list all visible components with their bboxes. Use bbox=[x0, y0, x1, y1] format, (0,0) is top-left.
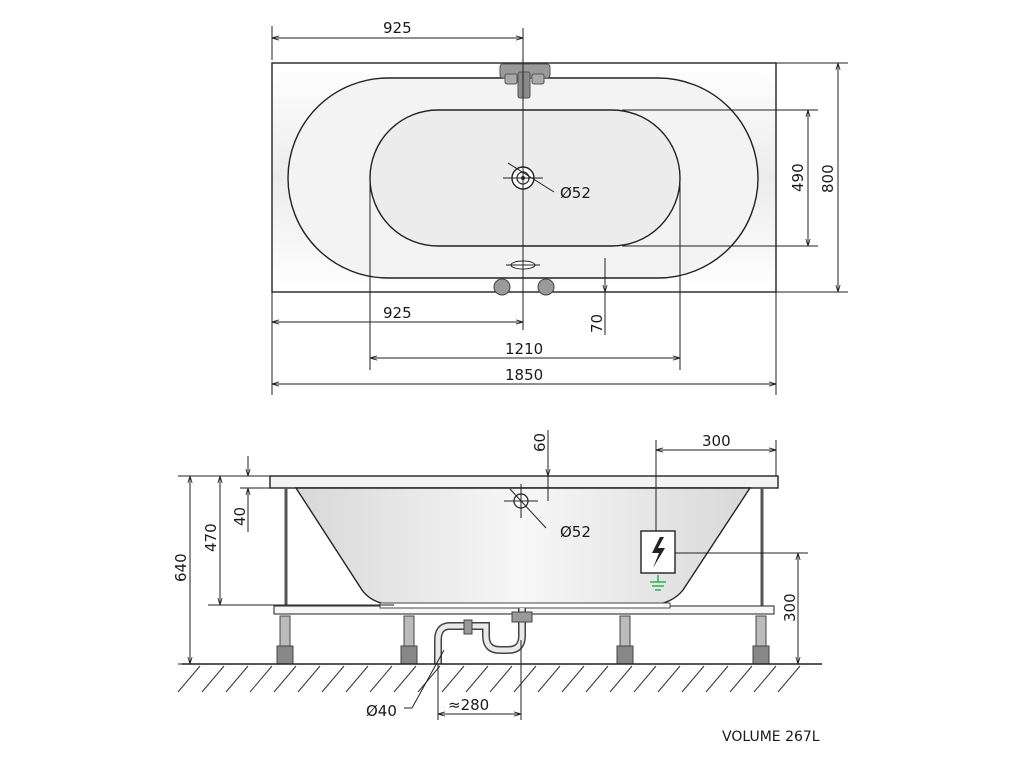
floor-hatch-line bbox=[369, 665, 393, 693]
floor-hatch-line bbox=[345, 665, 369, 693]
dim-total-length: 1850 bbox=[505, 366, 543, 384]
drain-dim-label: Ø52 bbox=[560, 184, 591, 202]
dim-overflow-height: 60 bbox=[531, 433, 549, 452]
overflow-side-icon bbox=[504, 484, 547, 529]
electrical-connection bbox=[640, 530, 676, 591]
top-view: Ø52 925 800 490 70 925 1210 bbox=[271, 19, 848, 395]
dim-total-height: 640 bbox=[172, 553, 190, 582]
control-knob-right bbox=[537, 278, 555, 296]
dim-electric-height: 300 bbox=[781, 593, 799, 622]
floor-hatch-line bbox=[561, 665, 585, 693]
dim-waste-pipe: Ø40 bbox=[366, 702, 397, 720]
dim-inner-length: 1210 bbox=[505, 340, 543, 358]
dim-overflow-offset: 70 bbox=[588, 314, 606, 333]
floor-hatch-line bbox=[273, 665, 297, 693]
control-knob-left bbox=[493, 278, 511, 296]
floor-hatch-line bbox=[537, 665, 561, 693]
dim-inner-width: 490 bbox=[789, 163, 807, 192]
floor-hatch-line bbox=[753, 665, 777, 693]
floor-hatch-line bbox=[705, 665, 729, 693]
floor-hatch-line bbox=[465, 665, 489, 693]
floor-hatch-line bbox=[177, 665, 201, 693]
lightning-icon bbox=[652, 537, 665, 568]
floor-hatch-line bbox=[729, 665, 753, 693]
floor-hatch-line bbox=[609, 665, 633, 693]
dim-bottom-half-length: 925 bbox=[383, 304, 412, 322]
dim-top-half-length: 925 bbox=[383, 19, 412, 37]
floor-hatch-line bbox=[585, 665, 609, 693]
floor-hatch-line bbox=[513, 665, 537, 693]
floor-hatch-line bbox=[249, 665, 273, 693]
dim-electric-offset: 300 bbox=[702, 432, 731, 450]
floor-hatch-line bbox=[657, 665, 681, 693]
floor-hatch-line bbox=[225, 665, 249, 693]
floor-hatch-line bbox=[489, 665, 513, 693]
dim-total-width: 800 bbox=[819, 164, 837, 193]
floor-hatch-line bbox=[393, 665, 417, 693]
dim-rim: 40 bbox=[231, 507, 249, 526]
overflow-dim-label: Ø52 bbox=[560, 523, 591, 541]
dim-depth: 470 bbox=[202, 523, 220, 552]
floor-hatch-line bbox=[441, 665, 465, 693]
tub-rim-side bbox=[269, 475, 779, 489]
floor-hatch-line bbox=[297, 665, 321, 693]
ground-icon bbox=[650, 575, 666, 591]
floor-hatching bbox=[177, 665, 801, 693]
volume-label: VOLUME 267L bbox=[722, 729, 820, 745]
floor-hatch-line bbox=[777, 665, 801, 693]
waste-trap-icon bbox=[434, 608, 533, 664]
floor-hatch-line bbox=[417, 665, 441, 693]
floor-hatch-line bbox=[681, 665, 705, 693]
floor-hatch-line bbox=[321, 665, 345, 693]
side-view: Ø52 60 300 300 640 bbox=[172, 430, 822, 720]
faucet-icon bbox=[499, 63, 551, 99]
floor-hatch-line bbox=[633, 665, 657, 693]
dim-waste-offset: ≈280 bbox=[448, 696, 489, 714]
floor-hatch-line bbox=[201, 665, 225, 693]
